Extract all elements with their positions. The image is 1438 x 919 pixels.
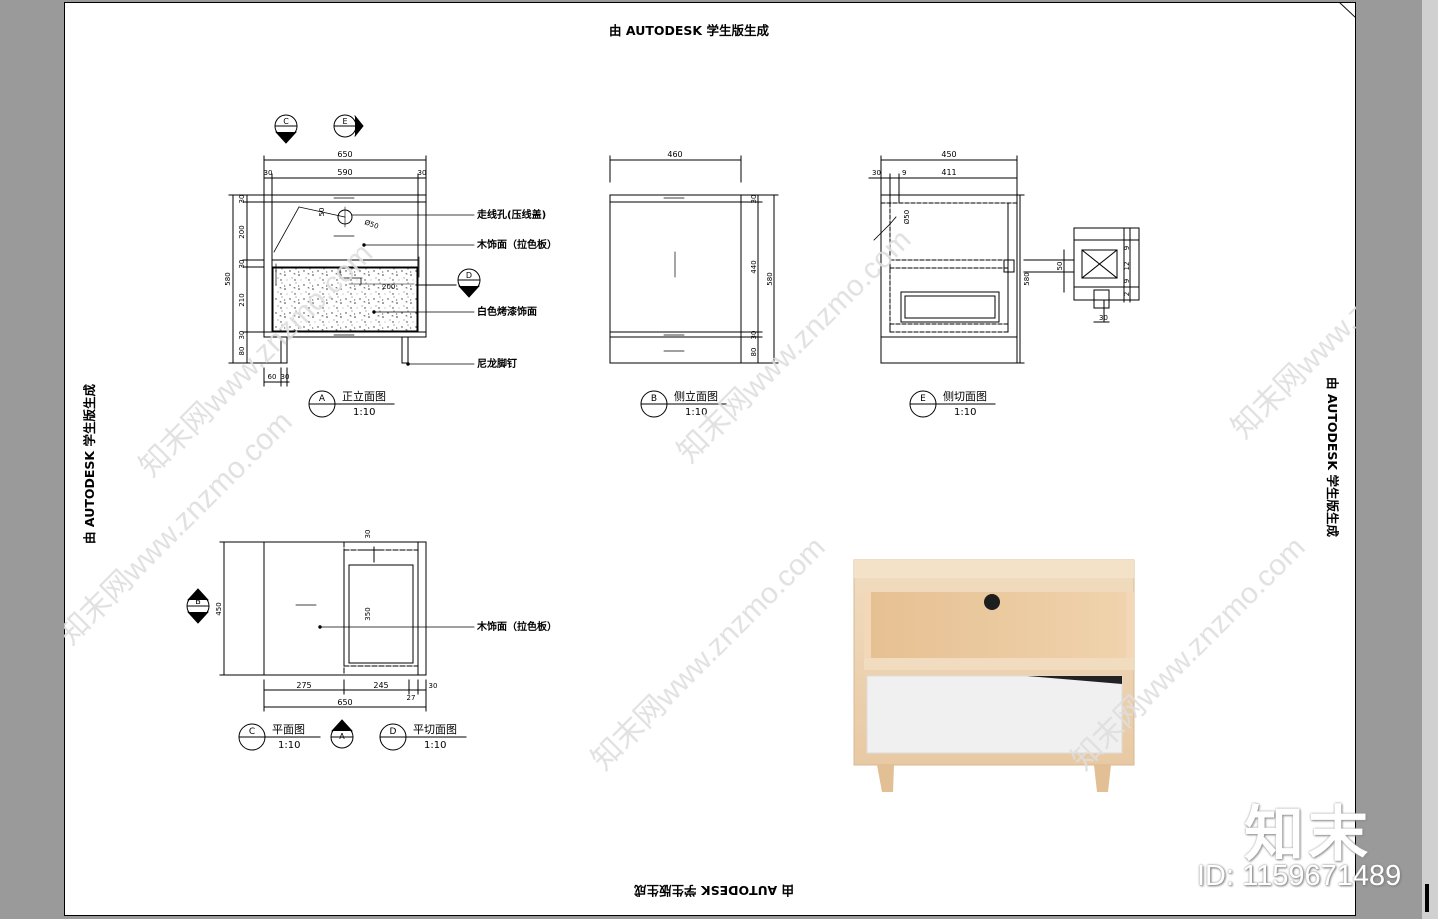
watermark-top: 由 AUTODESK 学生版生成 xyxy=(609,23,769,38)
plan-scale-d: 1:10 xyxy=(424,740,446,751)
dim-plan-top-a: 30 xyxy=(364,530,372,539)
dim-front-hole-a: 50 xyxy=(318,208,326,217)
dim-side-h-bottom: 30 xyxy=(750,331,758,340)
front-title-block xyxy=(308,390,395,418)
detail-dim-d: 9 xyxy=(1123,279,1131,283)
dim-front-height: 580 xyxy=(224,272,232,285)
detail-dim-b: 9 xyxy=(1123,246,1131,250)
scrollbar-thumb[interactable] xyxy=(1425,884,1429,912)
front-label-white-lacquer: 白色烤漆饰面 xyxy=(477,305,537,318)
dim-side-h-legs: 80 xyxy=(750,348,758,357)
section-title-block xyxy=(909,390,996,418)
dim-front-h-legs: 80 xyxy=(238,347,246,356)
front-label-wire-hole: 走线孔(压线盖) xyxy=(476,208,546,221)
section-scale: 1:10 xyxy=(954,407,976,418)
front-title: 正立面图 xyxy=(342,389,386,403)
detail-dim-a: 50 xyxy=(1056,262,1064,271)
front-label-wood-veneer: 木饰面（拉色板） xyxy=(476,238,557,251)
dim-front-h-top: 30 xyxy=(238,195,246,204)
dim-front-right: 30 xyxy=(418,169,427,177)
side-scale: 1:10 xyxy=(685,407,707,418)
dim-plan-a: 275 xyxy=(296,681,311,690)
watermark-left: 由 AUTODESK 学生版生成 xyxy=(82,384,97,544)
nightstand-photo xyxy=(853,559,1135,792)
plan-section-b-label: B xyxy=(195,597,201,606)
plan-view xyxy=(186,541,475,712)
dim-front-hole-dia: Ø50 xyxy=(363,218,379,230)
side-marker-letter: B xyxy=(651,394,657,404)
dim-section-width: 450 xyxy=(941,150,956,159)
section-d-label: D xyxy=(466,271,472,280)
dim-section-hole: Ø50 xyxy=(903,210,911,224)
dim-plan-width: 650 xyxy=(337,698,352,707)
dim-front-h-drawer: 210 xyxy=(238,293,246,306)
section-marker-b xyxy=(186,588,210,624)
plan-scale-c: 1:10 xyxy=(278,740,300,751)
dim-plan-b: 245 xyxy=(373,681,388,690)
cad-drawing: 由 AUTODESK 学生版生成 由 AUTODESK 学生版生成 由 AUTO… xyxy=(64,2,1356,916)
dim-front-left: 30 xyxy=(264,169,273,177)
dim-section-c: 411 xyxy=(941,168,956,177)
dim-plan-d: 30 xyxy=(429,682,438,690)
zhimo-id: ID: 1159671489 xyxy=(1197,860,1402,892)
dim-side-h-body: 440 xyxy=(750,260,758,273)
dim-side-height: 580 xyxy=(766,272,774,285)
site-watermark: 知末网www.znzmo.com xyxy=(586,531,832,777)
dim-front-h-bottom: 30 xyxy=(238,331,246,340)
side-section xyxy=(868,155,1140,364)
plan-label-wood: 木饰面（拉色板） xyxy=(476,620,557,633)
front-marker-letter: A xyxy=(319,394,326,404)
dim-section-b: 9 xyxy=(902,169,906,177)
front-label-nylon-feet: 尼龙脚钉 xyxy=(477,357,517,370)
dim-side-width: 460 xyxy=(667,150,682,159)
dim-front-h-mid: 30 xyxy=(238,260,246,269)
plan-marker-a: A xyxy=(339,732,345,741)
dim-front-middle: 590 xyxy=(337,168,352,177)
dim-front-leg-b: 30 xyxy=(281,373,290,381)
dim-section-height: 580 xyxy=(1023,272,1031,285)
sheet-border xyxy=(64,2,1356,916)
section-marker-letter: E xyxy=(920,394,926,404)
dim-plan-inner: 350 xyxy=(364,607,372,620)
dim-plan-c: 27 xyxy=(407,694,416,702)
drawing-sheet: 由 AUTODESK 学生版生成 由 AUTODESK 学生版生成 由 AUTO… xyxy=(64,2,1356,916)
dim-front-h-open: 200 xyxy=(238,225,246,238)
section-e-label: E xyxy=(342,117,347,126)
front-scale: 1:10 xyxy=(353,407,375,418)
dim-front-width: 650 xyxy=(337,150,352,159)
site-watermarks: 知末网www.znzmo.com 知末网www.znzmo.com 知末网www… xyxy=(64,199,1356,777)
detail-dim-e: 2 xyxy=(1123,292,1131,296)
dim-section-a: 30 xyxy=(872,169,881,177)
detail-dim-c: 12 xyxy=(1123,262,1131,271)
plan-title-block xyxy=(238,719,467,751)
section-marker-c xyxy=(274,114,298,144)
plan-title-d: 平切面图 xyxy=(413,723,457,736)
section-marker-e xyxy=(333,114,364,138)
dim-front-leg-a: 60 xyxy=(268,373,277,381)
plan-marker-d: D xyxy=(390,727,397,737)
dim-side-h-top: 30 xyxy=(750,195,758,204)
detail-dim-f: 30 xyxy=(1099,314,1108,322)
watermark-right: 由 AUTODESK 学生版生成 xyxy=(1325,377,1340,537)
side-elevation xyxy=(609,155,779,364)
side-title-block xyxy=(640,390,727,418)
dim-front-handle: 200 xyxy=(382,283,395,291)
plan-title-c: 平面图 xyxy=(272,723,305,736)
zhimo-logo: 知末 xyxy=(1244,800,1372,870)
front-elevation: C E 650 30 590 30 xyxy=(224,114,481,387)
side-title: 侧立面图 xyxy=(674,389,718,403)
watermark-bottom: 由 AUTODESK 学生版生成 xyxy=(634,883,794,898)
section-c-label: C xyxy=(283,117,289,126)
dim-plan-depth: 450 xyxy=(215,602,223,615)
vertical-scrollbar[interactable] xyxy=(1422,0,1438,919)
plan-marker-c: C xyxy=(249,727,255,737)
section-title: 侧切面图 xyxy=(943,390,987,403)
section-marker-d xyxy=(457,268,481,298)
